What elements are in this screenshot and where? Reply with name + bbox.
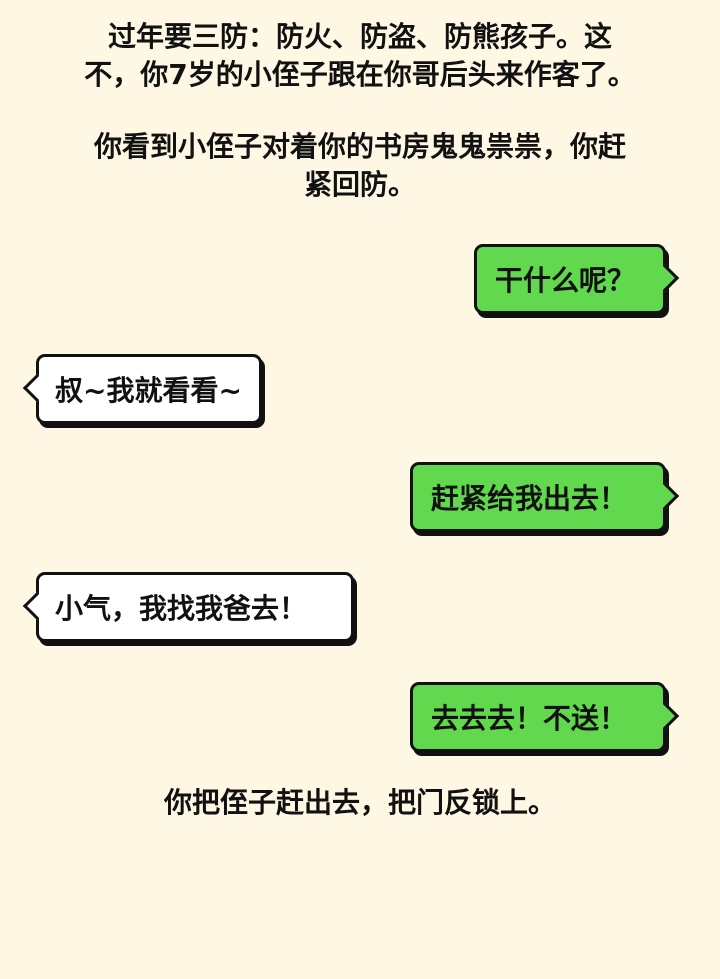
bubble-text: 叔~我就看看~: [55, 374, 242, 407]
intro-line-1: 过年要三防：防火、防盗、防熊孩子。这: [107, 20, 612, 53]
player-speech-bubble[interactable]: 干什么呢？: [474, 244, 680, 314]
player-speech-bubble[interactable]: 去去去！不送！: [410, 682, 680, 752]
intro-line-2: 不，你7岁的小侄子跟在你哥后头来作客了。: [84, 58, 636, 91]
scene-line-2: 紧回防。: [303, 168, 416, 201]
bubble-text: 去去去！不送！: [431, 702, 628, 735]
nephew-speech-bubble[interactable]: 叔~我就看看~: [22, 354, 262, 424]
story-intro-text: 过年要三防：防火、防盗、防熊孩子。这 不，你7岁的小侄子跟在你哥后头来作客了。: [30, 18, 690, 94]
scene-line-1: 你看到小侄子对着你的书房鬼鬼祟祟，你赶: [93, 130, 626, 163]
bubble-tail-left: [22, 373, 52, 403]
player-speech-bubble[interactable]: 赶紧给我出去！: [410, 462, 680, 532]
nephew-speech-bubble[interactable]: 小气，我找我爸去！: [22, 572, 354, 642]
bubble-text: 赶紧给我出去！: [431, 482, 628, 515]
bubble-tail-right: [650, 263, 680, 293]
bubble-tail-left: [22, 591, 52, 621]
bubble-text: 小气，我找我爸去！: [55, 592, 308, 625]
bubble-text: 干什么呢？: [495, 264, 636, 297]
bubble-tail-right: [650, 481, 680, 511]
bubble-tail-right: [650, 701, 680, 731]
story-ending-text: 你把侄子赶出去，把门反锁上。: [163, 786, 556, 819]
story-scene-text: 你看到小侄子对着你的书房鬼鬼祟祟，你赶 紧回防。: [30, 128, 690, 204]
